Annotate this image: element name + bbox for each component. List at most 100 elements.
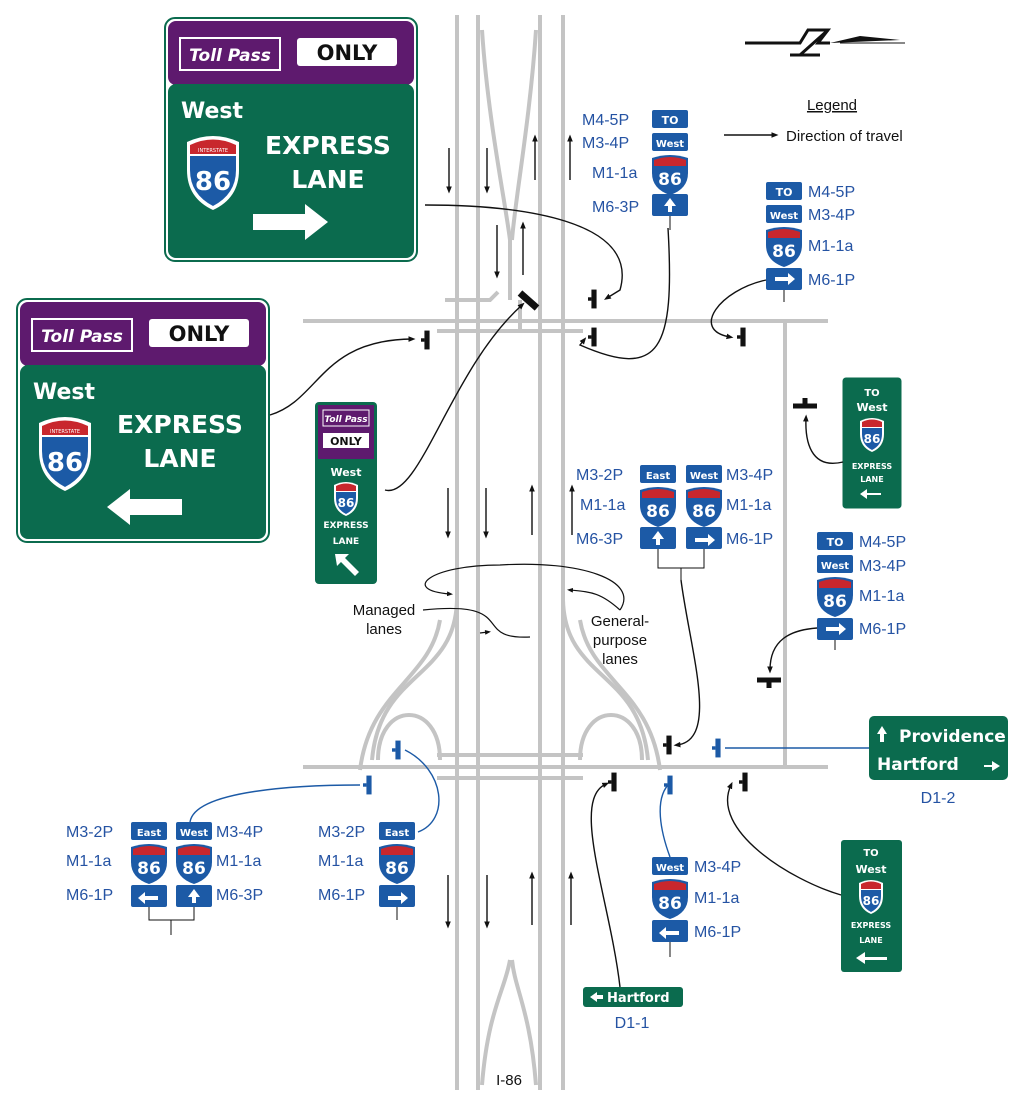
svg-text:M3-2P: M3-2P [66,824,113,841]
svg-text:M3-4P: M3-4P [859,558,906,575]
assembly-top-right: TO West 86 [766,182,802,302]
svg-text:M6-1P: M6-1P [726,531,773,548]
svg-text:East: East [385,828,410,839]
legend-title: Legend [807,97,857,114]
svg-text:M1-1a: M1-1a [808,238,853,255]
svg-text:86: 86 [772,242,796,262]
d1-2-code: D1-2 [921,790,956,807]
svg-text:M1-1a: M1-1a [726,497,771,514]
svg-text:86: 86 [47,448,83,478]
svg-text:TO: TO [864,388,879,399]
svg-text:INTERSTATE: INTERSTATE [50,429,80,435]
svg-text:86: 86 [658,170,682,190]
svg-text:West: West [330,466,361,479]
assembly-center-east: East 86 [640,465,676,549]
svg-text:General-: General- [591,613,649,630]
express-lane-sign-left: Toll Pass ONLY West INTERSTATE 86 EXPRES… [16,298,270,543]
svg-text:86: 86 [646,502,670,522]
svg-text:West: West [770,211,798,222]
svg-text:LANE: LANE [859,936,882,945]
d1-1-code: D1-1 [615,1015,650,1032]
svg-text:West: West [855,863,886,876]
svg-text:ONLY: ONLY [330,435,363,448]
tollpass-logo: Toll Pass [41,327,123,347]
svg-text:86: 86 [195,167,231,197]
svg-text:EXPRESS: EXPRESS [852,462,893,471]
svg-text:86: 86 [692,502,716,522]
svg-text:M1-1a: M1-1a [592,165,637,182]
only-label: ONLY [169,322,231,346]
svg-text:TO: TO [662,114,679,127]
svg-text:EXPRESS: EXPRESS [323,521,368,531]
svg-text:86: 86 [658,894,682,914]
svg-text:West: West [180,828,208,839]
svg-text:M3-2P: M3-2P [318,824,365,841]
guide-sign-hartford: Hartford [583,987,683,1007]
assembly-bottom-middle: East 86 [379,822,415,920]
svg-text:Hartford: Hartford [607,991,670,1006]
legend: Legend Direction of travel [724,97,903,145]
svg-text:M1-1a: M1-1a [318,853,363,870]
lane-arrows [445,134,575,929]
svg-text:West: West [656,139,684,150]
svg-text:EXPRESS: EXPRESS [851,921,892,930]
tollpass-logo: Toll Pass [189,46,271,66]
svg-text:M3-4P: M3-4P [726,467,773,484]
connector-lines [269,204,844,988]
svg-text:West: West [821,561,849,572]
svg-text:M6-3P: M6-3P [576,531,623,548]
interstate-shield: INTERSTATE 86 [39,417,91,491]
svg-text:M3-4P: M3-4P [694,859,741,876]
svg-text:Toll Pass: Toll Pass [324,415,368,425]
north-arrow [745,28,905,57]
svg-text:LANE: LANE [333,537,359,547]
right-arrow-icon [253,204,328,240]
left-arrow-icon [860,489,881,499]
svg-text:M4-5P: M4-5P [808,184,855,201]
svg-text:M3-2P: M3-2P [576,467,623,484]
only-label: ONLY [317,41,379,65]
svg-text:lanes: lanes [602,651,638,668]
general-purpose-callout: General- purpose lanes [424,563,649,668]
svg-text:LANE: LANE [860,475,883,484]
left-arrow-icon [856,952,887,964]
svg-text:TO: TO [863,848,878,859]
svg-text:West: West [656,863,684,874]
svg-text:M1-1a: M1-1a [859,588,904,605]
svg-text:West: West [856,401,887,414]
svg-text:86: 86 [182,859,206,879]
assembly-center-west: West 86 [686,465,722,549]
assembly-bottom-left-west: West 86 [176,822,212,907]
svg-text:Hartford: Hartford [877,755,959,775]
svg-text:86: 86 [823,592,847,612]
west-label: West [181,99,243,124]
connector-lines-blue [189,747,869,858]
svg-text:86: 86 [863,894,880,908]
svg-text:East: East [646,471,671,482]
svg-text:INTERSTATE: INTERSTATE [198,148,228,154]
west-label: West [33,380,95,405]
svg-text:Managed: Managed [353,602,416,619]
svg-text:86: 86 [137,859,161,879]
svg-text:M6-1P: M6-1P [318,887,365,904]
guide-sign-providence-hartford: Providence Hartford [869,716,1008,780]
express-line1: EXPRESS [117,410,243,439]
assembly-bottom-center: West 86 [652,857,688,957]
svg-text:M1-1a: M1-1a [580,497,625,514]
svg-text:M6-1P: M6-1P [694,924,741,941]
up-left-arrow-icon [335,554,359,576]
svg-text:M6-3P: M6-3P [592,199,639,216]
svg-text:M3-4P: M3-4P [582,135,629,152]
left-arrow-icon [107,489,182,525]
svg-text:86: 86 [385,859,409,879]
svg-text:86: 86 [338,496,355,510]
assembly-top-center: TO West 86 [652,110,688,230]
interstate-shield: INTERSTATE 86 [187,136,239,210]
sign-posts [363,289,817,795]
express-lane-panel-bottom: TO West 86 EXPRESS LANE [841,840,902,972]
express-lane-panel-right: TO West 86 EXPRESS LANE [842,377,902,509]
road-label: I-86 [496,1072,522,1089]
svg-text:M1-1a: M1-1a [216,853,261,870]
assembly-bottom-left-east: East 86 [131,822,167,907]
